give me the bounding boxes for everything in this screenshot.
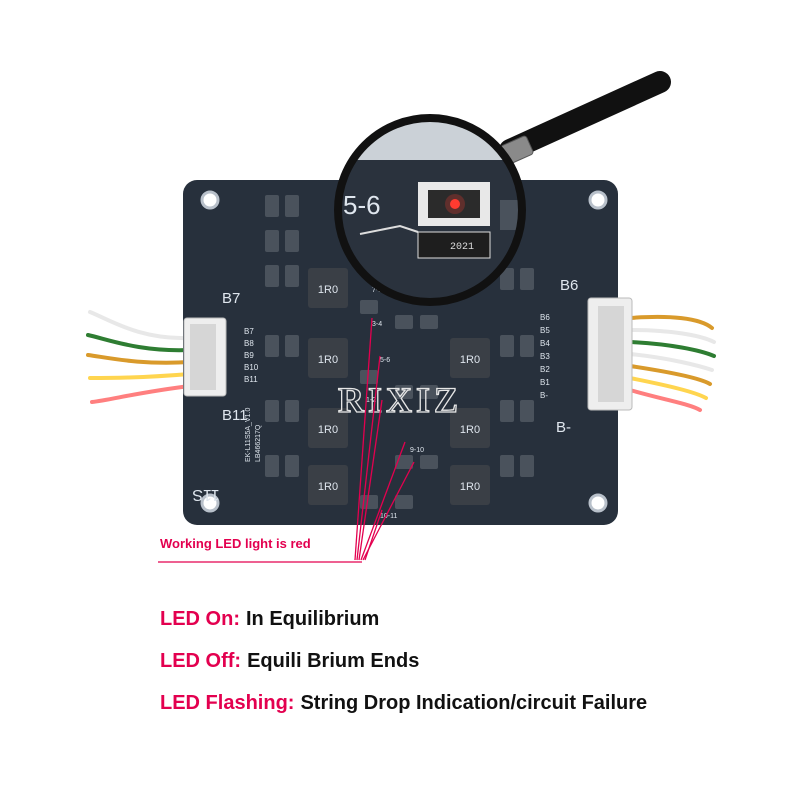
right-pin-label: B5: [540, 326, 550, 335]
annotation-label: Working LED light is red: [160, 536, 311, 551]
annotation-arrows: [158, 317, 415, 563]
legend-value: Equili Brium Ends: [247, 650, 420, 672]
left-connector: B7 B7 B8 B9 B10 B11 B11: [183, 290, 259, 424]
model-text: EK-L11S5A_V1.0: [245, 408, 252, 462]
wire-yellow: [88, 372, 192, 380]
right-connector: B6 B6 B5 B4 B3 B2 B1 B- B-: [540, 277, 633, 436]
legend-value: String Drop Indication/circuit Failure: [300, 692, 648, 714]
right-connector-top-label: B6: [560, 277, 578, 294]
left-pin-label: B10: [244, 363, 259, 372]
zoom-pair-label: 5-6: [343, 190, 381, 220]
magnifier-rim: [334, 114, 526, 306]
model-text: LB466217Q: [255, 424, 262, 462]
mounting-hole: [588, 190, 608, 210]
right-connector-slot: [598, 306, 624, 402]
zoom-chip-label: 2021: [450, 242, 474, 253]
pair-label: 3-4: [372, 321, 382, 328]
legend-led-off: LED Off:Equili Brium Ends: [160, 650, 419, 673]
left-pin-label: B11: [244, 375, 258, 384]
wire-white: [88, 310, 192, 341]
inductor-label: 1R0: [460, 424, 480, 436]
inductor: [308, 338, 348, 378]
mounting-hole: [200, 190, 220, 210]
wire-yellow: [628, 376, 708, 400]
inductor: [308, 268, 348, 308]
right-connector-bottom-label: B-: [556, 419, 571, 436]
watermark: RIXIZ: [338, 380, 462, 420]
right-pin-label: B6: [540, 313, 550, 322]
legend-key: LED On:: [160, 608, 240, 630]
led-indicator: [450, 199, 460, 209]
zoom-chip: [417, 231, 491, 259]
legend-led-flashing: LED Flashing:String Drop Indication/circ…: [160, 692, 647, 715]
left-pin-label: B8: [244, 339, 254, 348]
legend-key: LED Off:: [160, 650, 242, 672]
wire-white: [628, 352, 714, 372]
right-pin-label: B-: [540, 391, 548, 400]
series-label: 11S: [192, 486, 219, 503]
wire-pink: [90, 384, 192, 404]
right-pin-label: B2: [540, 365, 550, 374]
mounting-hole: [588, 493, 608, 513]
wire-orange: [628, 364, 712, 386]
right-pin-label: B3: [540, 352, 550, 361]
left-connector-bottom-label: B11: [222, 407, 248, 424]
inductor: [308, 465, 348, 505]
left-pin-label: B9: [244, 351, 254, 360]
inductor-label: 1R0: [318, 354, 338, 366]
mounting-hole: [200, 493, 220, 513]
left-connector-top-label: B7: [222, 290, 240, 307]
left-pin-label: B7: [244, 327, 254, 336]
inductor-label: 1R0: [460, 481, 480, 493]
right-pin-label: B4: [540, 339, 550, 348]
pair-label: 9-10: [410, 447, 424, 454]
right-pin-label: B1: [540, 378, 550, 387]
inductor: [450, 408, 490, 448]
inductor: [450, 338, 490, 378]
left-connector-slot: [190, 324, 216, 390]
wire-orange: [86, 353, 192, 365]
inductor-label: 1R0: [318, 424, 338, 436]
legend-led-on: LED On: In Equilibrium: [160, 608, 379, 631]
smd-components: [265, 195, 534, 509]
inductor-label: 1R0: [460, 354, 480, 366]
right-wire-bundle: [628, 314, 716, 412]
inductor: [450, 465, 490, 505]
wire-orange: [628, 314, 714, 330]
inductor-label: 1R0: [318, 284, 338, 296]
legend-value: In Equilibrium: [246, 608, 380, 630]
wire-pink: [628, 388, 702, 412]
inductor-label: 1R0: [318, 481, 338, 493]
wire-white: [628, 328, 716, 344]
left-wire-bundle: [86, 310, 192, 404]
pair-label: 1-2: [366, 397, 376, 404]
wire-green: [628, 340, 716, 358]
inductor: [308, 408, 348, 448]
pair-label: 10-11: [380, 513, 397, 520]
mounting-holes: [200, 190, 608, 513]
wire-green: [86, 333, 192, 353]
pair-label: 5-6: [380, 357, 390, 364]
pair-label: 7-8: [372, 287, 382, 294]
magnifier-handle: [499, 71, 671, 161]
legend-key: LED Flashing:: [160, 692, 295, 714]
inductors: 1R0 1R0 1R0 1R0 1R0 1R0 1R0: [308, 268, 490, 505]
pair-labels: 7-8 3-4 5-6 1-2 9-10 10-11: [366, 287, 424, 520]
